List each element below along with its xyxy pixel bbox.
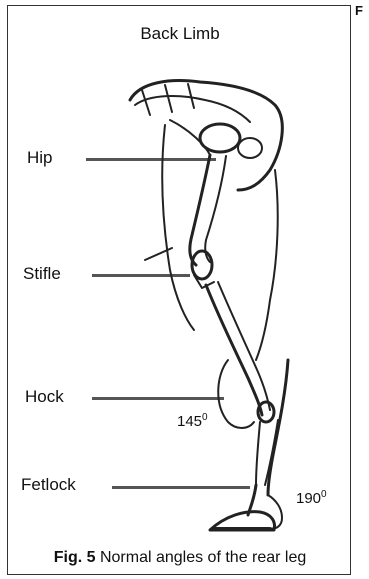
cropped-heading-letter: F bbox=[355, 3, 363, 18]
hock-label: Hock bbox=[25, 387, 64, 407]
hip-label: Hip bbox=[27, 148, 53, 168]
figure-title: Back Limb bbox=[8, 24, 352, 44]
stifle-label: Stifle bbox=[23, 264, 61, 284]
rear-leg-skeleton-drawing bbox=[110, 60, 310, 540]
figure-caption: Fig. 5 Normal angles of the rear leg bbox=[8, 549, 352, 567]
figure-caption-number: Fig. 5 bbox=[54, 549, 96, 566]
figure-caption-text: Normal angles of the rear leg bbox=[100, 549, 306, 566]
fetlock-angle-unit: 0 bbox=[321, 489, 327, 500]
fetlock-label: Fetlock bbox=[21, 475, 76, 495]
